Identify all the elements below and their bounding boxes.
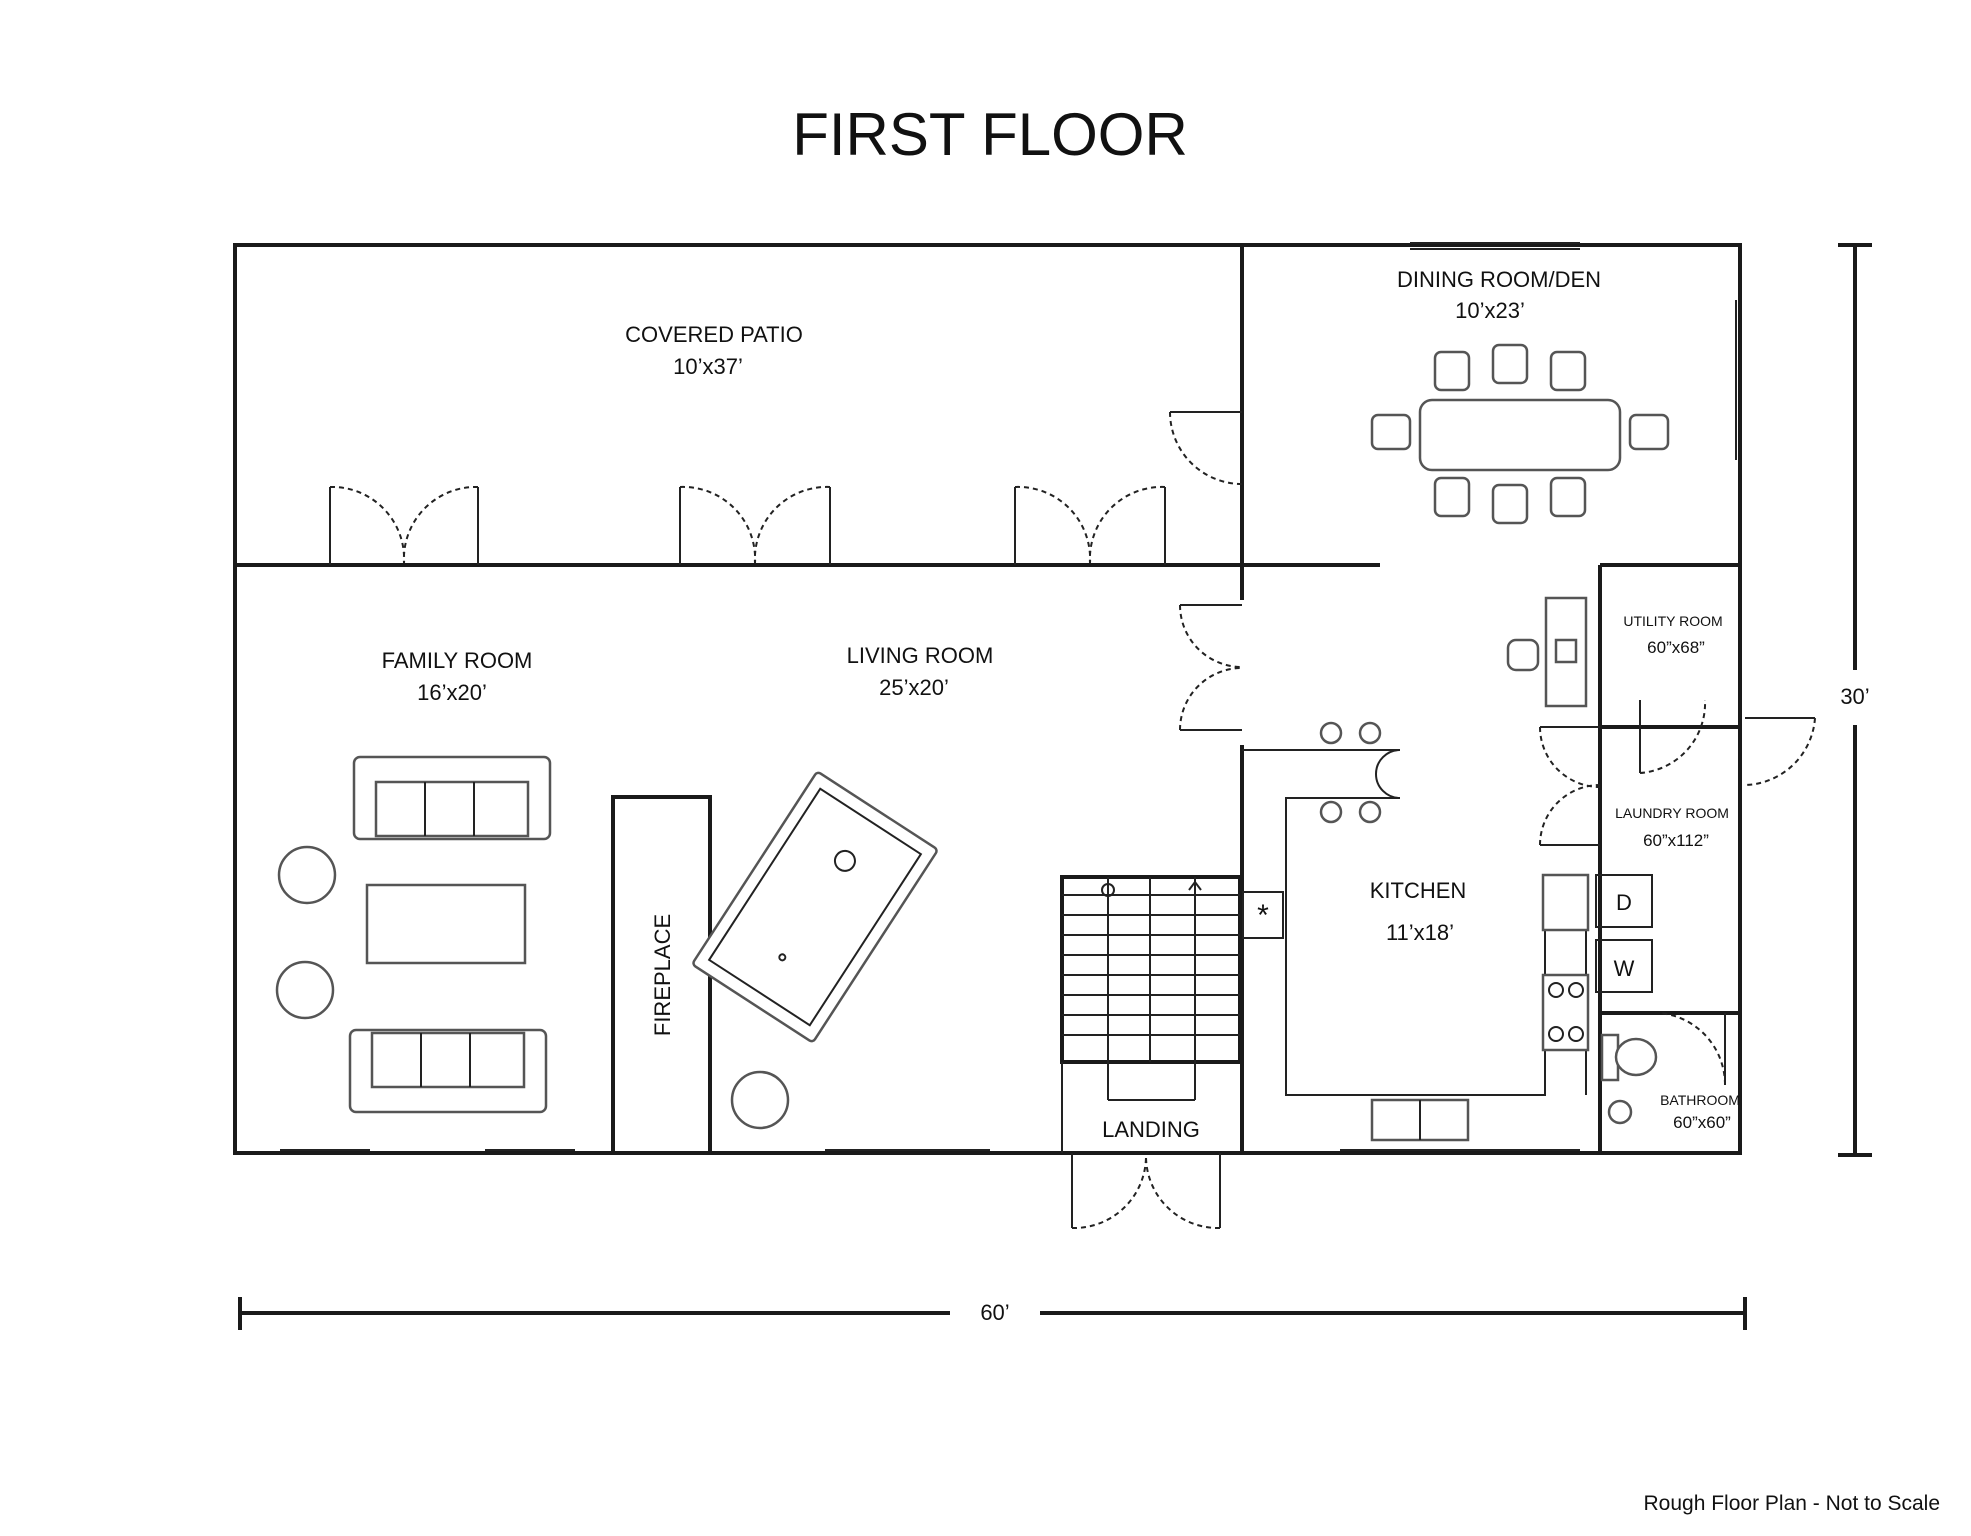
bar-stools: [1319, 721, 1382, 824]
depth-dimension: 30’: [1838, 243, 1872, 1157]
desk: [1506, 596, 1588, 708]
patio-door-3: [1014, 485, 1166, 565]
laundry-room-dims: 60”x112”: [1643, 831, 1709, 850]
depth-label: 30’: [1840, 684, 1869, 709]
interior-doors: [1071, 411, 1816, 1230]
armchair-3: [730, 1070, 790, 1130]
windows: [280, 242, 1737, 1151]
washer-dryer: D W: [1595, 874, 1653, 993]
dining-room-dims: 10’x23’: [1455, 298, 1525, 323]
kitchen-label: KITCHEN: [1370, 878, 1467, 903]
living-room-dims: 25’x20’: [879, 675, 949, 700]
landing-label: LANDING: [1102, 1117, 1200, 1142]
dryer-label: D: [1616, 890, 1632, 915]
svg-text:*: *: [1257, 899, 1269, 932]
bathroom-fixtures: [1600, 1033, 1658, 1125]
page-title: FIRST FLOOR: [792, 101, 1188, 168]
bathroom-label: BATHROOM: [1660, 1092, 1740, 1108]
width-dimension: 60’: [238, 1297, 1747, 1330]
width-label: 60’: [980, 1300, 1009, 1325]
patio-door-1: [329, 485, 479, 565]
living-room-label: LIVING ROOM: [847, 643, 994, 668]
kitchen-counters: [1242, 749, 1590, 1142]
kitchen-cabinet: [1541, 873, 1590, 932]
coffee-table: [365, 883, 527, 965]
asterisk-fixture: *: [1242, 891, 1284, 939]
patio-door-2: [679, 485, 831, 565]
dining-chairs: [1370, 343, 1670, 525]
laundry-room-label: LAUNDRY ROOM: [1615, 805, 1729, 821]
dining-table-set: [1370, 343, 1670, 525]
staircase: [1060, 875, 1242, 1153]
fireplace: FIREPLACE: [611, 795, 712, 1155]
covered-patio-dims: 10’x37’: [673, 354, 743, 379]
kitchen-dims: 11’x18’: [1386, 920, 1454, 945]
svg-text:FIREPLACE: FIREPLACE: [650, 914, 675, 1036]
armchair-2: [275, 960, 335, 1020]
walls: [233, 243, 1742, 1155]
bathroom-dims: 60”x60”: [1673, 1113, 1731, 1132]
patio-doors: [329, 485, 1166, 565]
washer-label: W: [1614, 956, 1635, 981]
pool-table: [692, 771, 938, 1043]
utility-room-label: UTILITY ROOM: [1623, 613, 1722, 629]
room-labels: COVERED PATIO 10’x37’ DINING ROOM/DEN 10…: [382, 267, 1740, 1142]
utility-room-dims: 60”x68”: [1647, 638, 1705, 657]
scale-note: Rough Floor Plan - Not to Scale: [1644, 1492, 1940, 1515]
covered-patio-label: COVERED PATIO: [625, 322, 803, 347]
family-room-dims: 16’x20’: [417, 680, 487, 705]
family-room-label: FAMILY ROOM: [382, 648, 533, 673]
dining-table: [1418, 398, 1622, 472]
family-room-furniture: [275, 755, 790, 1130]
dining-room-label: DINING ROOM/DEN: [1397, 267, 1601, 292]
armchair-1: [277, 845, 337, 905]
